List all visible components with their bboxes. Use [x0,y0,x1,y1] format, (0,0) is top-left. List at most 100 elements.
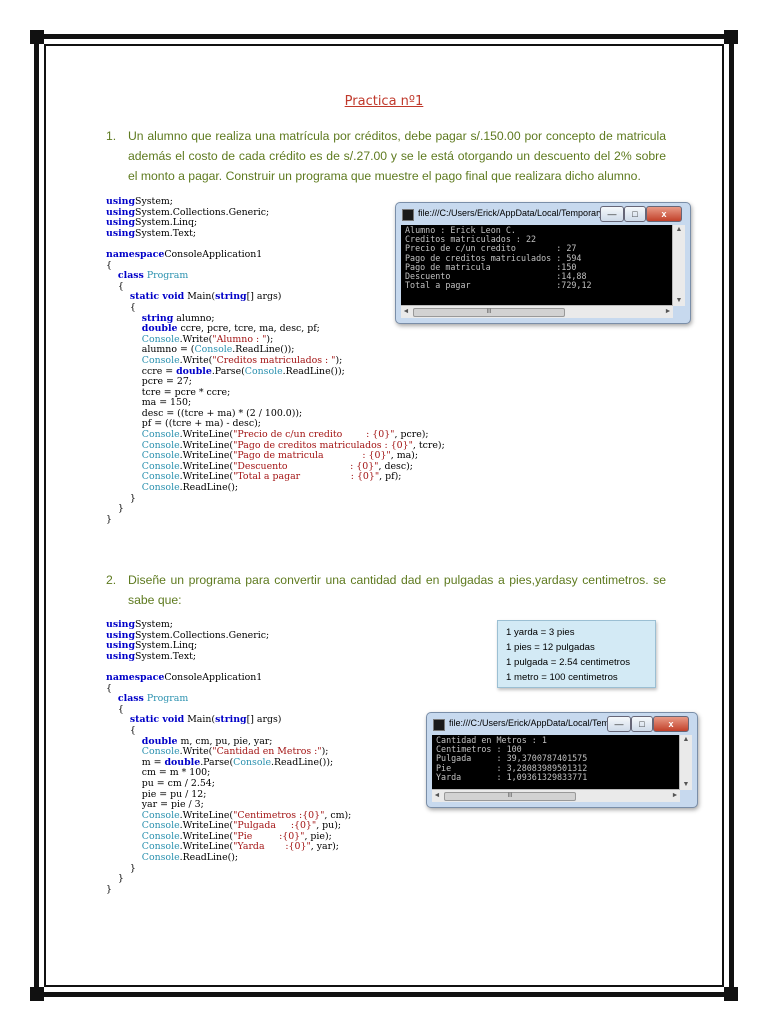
code-token: Console [141,471,180,483]
code-token: Console [141,841,180,853]
code-line: ccre = double.Parse(Console.ReadLine()); [106,365,445,378]
code-token: .WriteLine( [179,429,234,441]
minimize-button[interactable]: — [600,206,624,222]
code-token [106,820,142,831]
scroll-up-arrow-icon[interactable]: ▲ [675,226,683,233]
code-token: , ma); [390,450,418,462]
code-line: pcre = 27; [106,376,445,388]
code-token: .Parse( [200,756,234,768]
code-line: ma = 150; [106,397,445,409]
conversion-line: 1 yarda = 3 pies [506,627,575,638]
code-line: } [106,873,351,885]
code-token: Console [141,450,180,462]
code-token: tcre = pcre * ccre; [106,386,231,398]
code-line: namespaceConsoleApplication1 [106,672,351,684]
horizontal-scroll-thumb[interactable]: III [444,792,576,801]
code-token: System.Text; [135,650,197,662]
code-token: using [106,196,136,207]
window-titlebar[interactable]: file:///C:/Users/Erick/AppData/Local/Tem… [427,713,697,735]
scroll-left-arrow-icon[interactable]: ◄ [402,308,410,315]
code-token: alumno; [173,312,215,324]
maximize-button[interactable]: □ [631,716,653,732]
code-token: .ReadLine(); [179,852,239,864]
code-block-2: usingSystem;usingSystem.Collections.Gene… [106,619,351,895]
scroll-up-arrow-icon[interactable]: ▲ [682,736,690,743]
vertical-scrollbar[interactable]: ▲ ▼ [679,735,692,790]
code-token: pie = pu / 12; [106,788,207,800]
console-window-1[interactable]: file:///C:/Users/Erick/AppData/Local/Tem… [395,202,691,324]
code-token: .WriteLine( [179,809,234,821]
code-token: Console [141,460,180,472]
code-block-1: usingSystem;usingSystem.Collections.Gene… [106,196,445,525]
code-line: Console.WriteLine("Pulgada :{0}", pu); [106,820,351,832]
code-token: .WriteLine( [179,820,234,832]
code-token: namespace [106,248,165,260]
code-token: "Cantidad en Metros :" [212,746,322,758]
code-line: usingSystem; [106,196,445,208]
code-token [106,736,142,747]
close-button[interactable]: x [646,206,682,222]
horizontal-scrollbar[interactable]: ◄ III ► [432,789,680,802]
code-token: "Creditos matriculados : " [212,354,336,366]
code-line: desc = ((tcre + ma) * (2 / 100.0)); [106,408,445,420]
code-line: alumno = (Console.ReadLine()); [106,345,445,356]
code-token: ccre, pcre, tcre, ma, desc, pf; [177,323,320,335]
close-button[interactable]: x [653,716,689,732]
conversion-line: 1 pies = 12 pulgadas [506,642,595,653]
window-titlebar[interactable]: file:///C:/Users/Erick/AppData/Local/Tem… [396,203,690,225]
code-line: { [106,260,445,272]
code-token: .Parse( [211,365,245,377]
minimize-button[interactable]: — [607,716,631,732]
code-token: string [215,714,247,726]
code-token [106,482,142,493]
console-output-text: Alumno : Erick Leon C. Creditos matricul… [405,225,592,291]
horizontal-scrollbar[interactable]: ◄ III ► [401,305,673,318]
code-token: System; [135,619,173,630]
code-token: } [106,492,136,504]
code-token: string [215,291,247,303]
code-token: using [106,227,136,239]
code-token [106,429,142,440]
code-token: alumno = ( [106,344,195,356]
console-output-area: Alumno : Erick Leon C. Creditos matricul… [401,225,673,306]
scroll-right-arrow-icon[interactable]: ► [671,792,679,799]
code-token [106,291,130,302]
console-app-icon [402,209,414,221]
conversion-notes-box: 1 yarda = 3 pies 1 pies = 12 pulgadas 1 … [497,620,656,688]
code-line: tcre = pcre * ccre; [106,386,445,399]
horizontal-scroll-thumb[interactable]: III [413,308,565,317]
code-line: Console.ReadLine(); [106,852,351,864]
code-token: , pu); [316,820,342,832]
code-token: m, cm, pu, pie, yar; [177,735,273,747]
code-line: static void Main(string[] args) [106,715,351,726]
maximize-button[interactable]: □ [624,206,646,222]
vertical-scrollbar[interactable]: ▲ ▼ [672,225,685,306]
code-token [106,461,142,472]
code-token: Console [244,365,283,377]
code-token: yar = pie / 3; [106,799,204,811]
code-token: } [106,873,124,885]
code-token: static void [129,291,185,303]
code-token: } [106,883,112,895]
console-window-2[interactable]: file:///C:/Users/Erick/AppData/Local/Tem… [426,712,698,808]
scroll-down-arrow-icon[interactable]: ▼ [675,297,683,304]
page-border-outer [34,34,734,997]
code-line: Console.WriteLine("Yarda :{0}", yar); [106,842,351,853]
code-line: { [106,725,351,737]
code-token [106,450,142,461]
scroll-right-arrow-icon[interactable]: ► [664,308,672,315]
code-token: Console [141,439,180,451]
code-line: Console.WriteLine("Pago de matricula : {… [106,450,445,462]
code-token: { [106,301,136,313]
code-line: Console.Write("Creditos matriculados : "… [106,354,445,367]
code-line: string alumno; [106,312,445,325]
question-2-number: 2. [106,573,117,587]
scroll-down-arrow-icon[interactable]: ▼ [682,781,690,788]
code-token: double [141,323,178,335]
question-2-text: Diseñe un programa para convertir una ca… [128,573,666,607]
scroll-left-arrow-icon[interactable]: ◄ [433,792,441,799]
code-token: Console [141,746,180,758]
code-line: Console.ReadLine(); [106,482,445,494]
code-token: .Write( [179,746,213,758]
code-token: ccre = [106,365,177,377]
